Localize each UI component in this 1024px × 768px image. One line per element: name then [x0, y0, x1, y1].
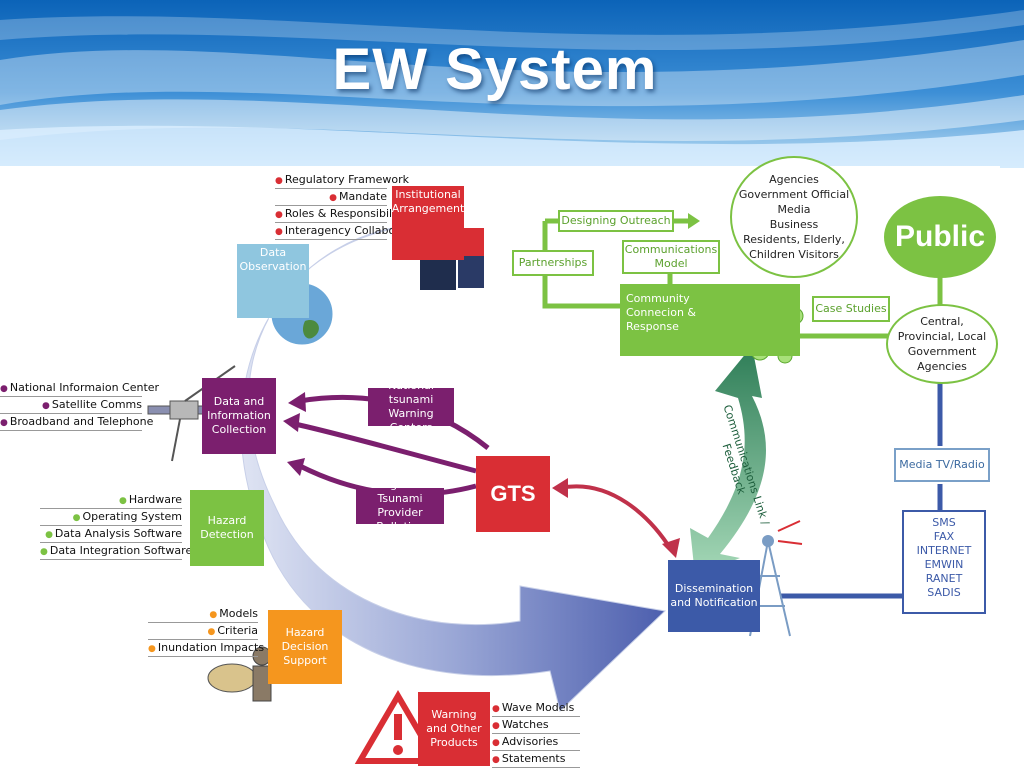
list-item: ●Watches: [492, 717, 580, 734]
community-box: Community Connecion & Response: [620, 284, 800, 356]
hazard-detection-items: ●Hardware ●Operating System ●Data Analys…: [40, 492, 192, 560]
gts-dissemination-arrow: [559, 484, 674, 553]
list-item: ●Wave Models: [492, 700, 580, 717]
institutional-arrangement-box: Institutional Arrangement: [392, 186, 464, 260]
dissemination-box: Dissemination and Notification: [668, 560, 760, 632]
list-item: ●Regulatory Framework: [275, 172, 409, 189]
hazard-detection-box: Hazard Detection: [190, 490, 264, 566]
hazard-decision-box: Hazard Decision Support: [268, 610, 342, 684]
list-item: ●Inundation Impacts: [148, 640, 264, 657]
header-background: [0, 0, 1024, 168]
list-item: ●Operating System: [40, 509, 182, 526]
channels-box: SMS FAX INTERNET EMWIN RANET SADIS: [902, 510, 986, 614]
warning-icon: [354, 690, 442, 764]
list-item: ●Advisories: [492, 734, 580, 751]
public-circle: Public: [884, 196, 996, 278]
national-tsunami-box: National tsunami Warning Centers: [368, 379, 454, 434]
list-item: ●Mandate: [275, 189, 387, 206]
list-item: ●Statements: [492, 751, 580, 768]
media-tv-box: Media TV/Radio: [894, 448, 990, 482]
audience-circle: Agencies Government Official Media Busin…: [730, 156, 858, 278]
analysts-icon: [207, 646, 272, 702]
page-title: EW System: [332, 37, 658, 102]
communications-model-box: Communications Model: [622, 240, 720, 274]
government-circle: Central, Provincial, Local Government Ag…: [886, 304, 998, 384]
gts-arrowheads: [283, 392, 306, 476]
list-item: ●Hardware: [40, 492, 182, 509]
partnerships-box: Partnerships: [512, 250, 594, 276]
data-observation-box: Data Observation: [237, 244, 309, 318]
list-item: ●Broadband and Telephone: [0, 414, 153, 431]
list-item: ●Data Analysis Software: [40, 526, 182, 543]
list-item: ●Criteria: [148, 623, 258, 640]
designing-outreach-box: Designing Outreach: [558, 210, 674, 232]
blue-connectors: [780, 376, 943, 599]
warning-items: ●Wave Models ●Watches ●Advisories ●State…: [492, 700, 580, 768]
data-collection-box: Data and Information Collection: [202, 378, 276, 454]
warning-products-box: Warning and Other Products: [418, 692, 490, 766]
gts-box: GTS: [476, 456, 550, 532]
data-collection-items: ●National Informaion Center ●Satellite C…: [0, 380, 159, 431]
list-item: ●Interagency Collaboration: [275, 223, 428, 240]
regional-tsunami-box: Regional Tsunami Provider Bulletins: [356, 478, 444, 533]
feedback-arrow: [690, 346, 766, 576]
list-item: ●Models: [148, 606, 258, 623]
cycle-arrow: [240, 223, 667, 712]
list-item: ●Roles & Responsibilities: [275, 206, 415, 223]
institutional-items: ●Regulatory Framework ●Mandate ●Roles & …: [275, 172, 428, 240]
hazard-decision-items: ●Models ●Criteria ●Inundation Impacts: [148, 606, 264, 657]
list-item: ●Satellite Comms: [0, 397, 142, 414]
list-item: ●Data Integration Software: [40, 543, 192, 560]
list-item: ●National Informaion Center: [0, 380, 159, 397]
diagram-canvas: ●Regulatory Framework ●Mandate ●Roles & …: [0, 156, 1000, 768]
case-studies-box: Case Studies: [812, 296, 890, 322]
